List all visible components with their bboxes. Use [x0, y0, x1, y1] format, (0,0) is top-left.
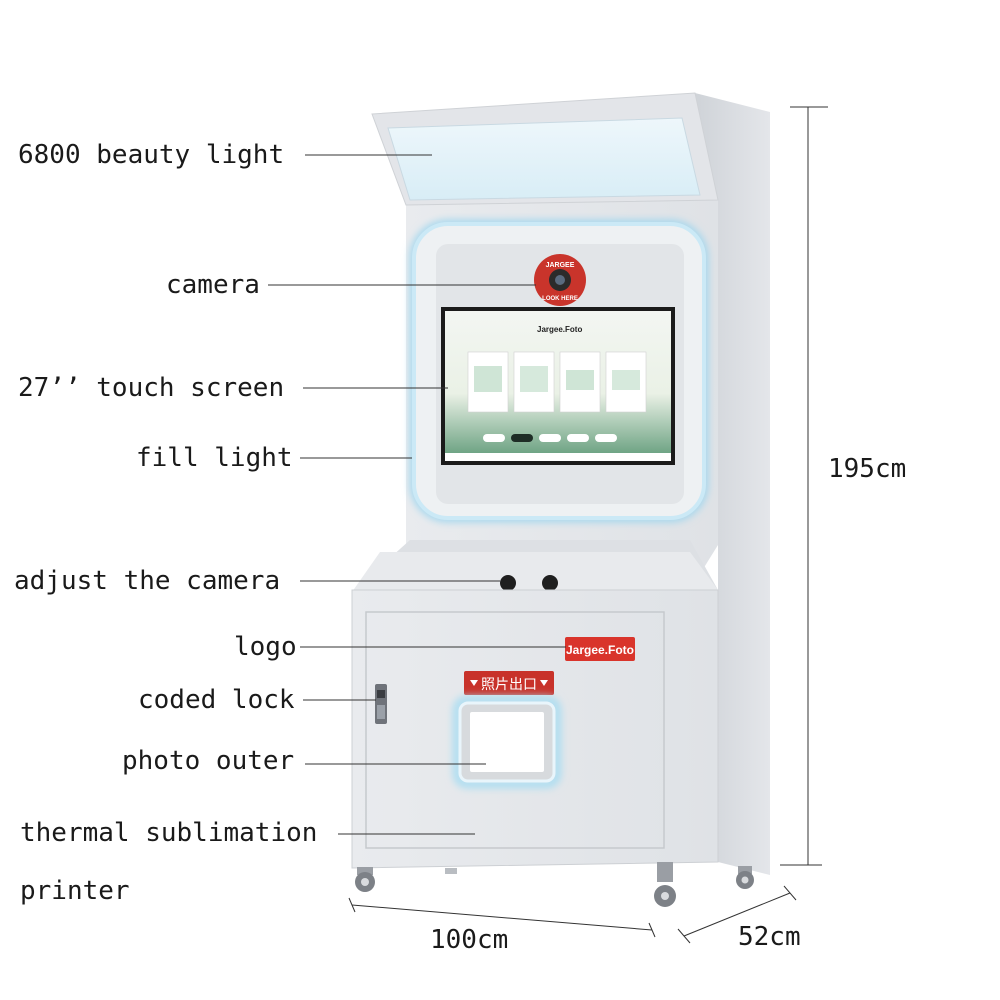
- label-beauty-light: 6800 beauty light: [18, 140, 285, 170]
- logo-plate: [565, 637, 635, 661]
- photo-outlet-slot: [470, 712, 544, 772]
- dim-width-line: [351, 904, 653, 931]
- label-adjust-camera: adjust the camera: [14, 566, 281, 596]
- shelf-area: [352, 540, 718, 592]
- label-printer-line1: thermal sublimation: [20, 818, 318, 848]
- caster-front-left: [355, 867, 375, 892]
- camera-adjust-knob-left: [500, 575, 516, 591]
- cabinet-door: [365, 611, 665, 849]
- label-coded-lock: coded lock: [138, 685, 295, 715]
- label-fill-light: fill light: [136, 443, 293, 473]
- side-panel: [695, 93, 770, 875]
- label-camera: camera: [166, 270, 260, 300]
- touch-screen: Jargee.Foto: [441, 307, 675, 465]
- photo-exit-sign: [464, 671, 554, 695]
- camera-badge-top-text: JARGEE: [546, 262, 575, 269]
- label-printer-line2: printer: [20, 876, 130, 906]
- camera-module: JARGEE LOOK HERE: [534, 254, 586, 306]
- caster-front-right: [654, 862, 676, 907]
- caster-back-right: [736, 866, 754, 889]
- photo-exit-sign-text: 照片出口: [481, 677, 537, 693]
- screen-brand-text: Jargee.Foto: [537, 325, 582, 334]
- label-photo-outer: photo outer: [122, 746, 295, 776]
- camera-badge-bottom-text: LOOK HERE: [542, 296, 578, 302]
- dim-depth-line: [683, 892, 791, 937]
- photo-outlet-glow: [453, 696, 561, 788]
- beauty-light-panel: [387, 117, 701, 201]
- label-logo: logo: [234, 632, 297, 662]
- lower-cabinet: Jargee.Foto 照片出口: [351, 589, 754, 907]
- dimension-height-label: 195cm: [828, 454, 907, 484]
- label-touch-screen: 27’’ touch screen: [18, 373, 285, 403]
- leader-lines: [268, 154, 566, 835]
- dimension-depth-label: 52cm: [738, 922, 801, 952]
- dimension-width-label: 100cm: [430, 925, 509, 955]
- camera-adjust-knob-right: [542, 575, 558, 591]
- logo-plate-text: Jargee.Foto: [566, 643, 634, 657]
- dimension-lines: [348, 106, 828, 944]
